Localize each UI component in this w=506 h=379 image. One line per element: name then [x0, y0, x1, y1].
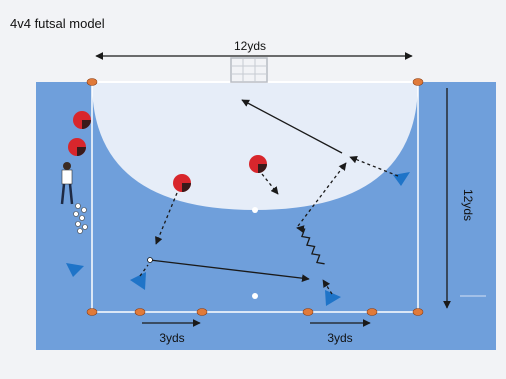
orange-cone-icon — [86, 308, 98, 316]
red-ball-icon — [68, 138, 86, 156]
side-distance-label: 12yds — [461, 189, 475, 221]
diagram-title: 4v4 futsal model — [10, 16, 105, 31]
ball-pile-icon — [73, 203, 88, 234]
blue-triangle-icon — [66, 263, 84, 277]
penalty-spot — [252, 207, 258, 213]
bottom-right-distance-label: 3yds — [327, 331, 352, 345]
dribble-wavy-arrow — [296, 225, 325, 265]
red-ball-icon — [249, 155, 267, 173]
arrow-pass-across — [149, 259, 310, 283]
bottom-left-distance-label: 3yds — [159, 331, 184, 345]
arrow-run-center — [297, 162, 347, 227]
second-spot — [252, 293, 258, 299]
orange-cone-icon — [366, 308, 378, 316]
arrow-blue-move — [322, 279, 333, 295]
orange-cone-icon — [134, 308, 146, 316]
coach-figure-icon — [60, 162, 74, 205]
blue-triangle-icon — [130, 272, 146, 290]
top-distance-label: 12yds — [234, 39, 266, 53]
orange-cone-icon — [302, 308, 314, 316]
goal-semicircle — [92, 82, 418, 210]
orange-cone-icon — [86, 78, 98, 86]
arrow-red-move — [261, 173, 279, 195]
red-ball-icon — [173, 174, 191, 192]
arrow-pass-to-goal — [241, 99, 343, 154]
blue-triangle-icon — [325, 290, 341, 306]
orange-cone-icon — [412, 308, 424, 316]
orange-cone-icon — [196, 308, 208, 316]
ball-icon — [147, 257, 153, 263]
orange-cone-icon — [412, 78, 424, 86]
arrow-blue-short-run — [139, 264, 149, 277]
red-ball-icon — [73, 111, 91, 129]
arrow-run-top-right — [349, 155, 399, 177]
